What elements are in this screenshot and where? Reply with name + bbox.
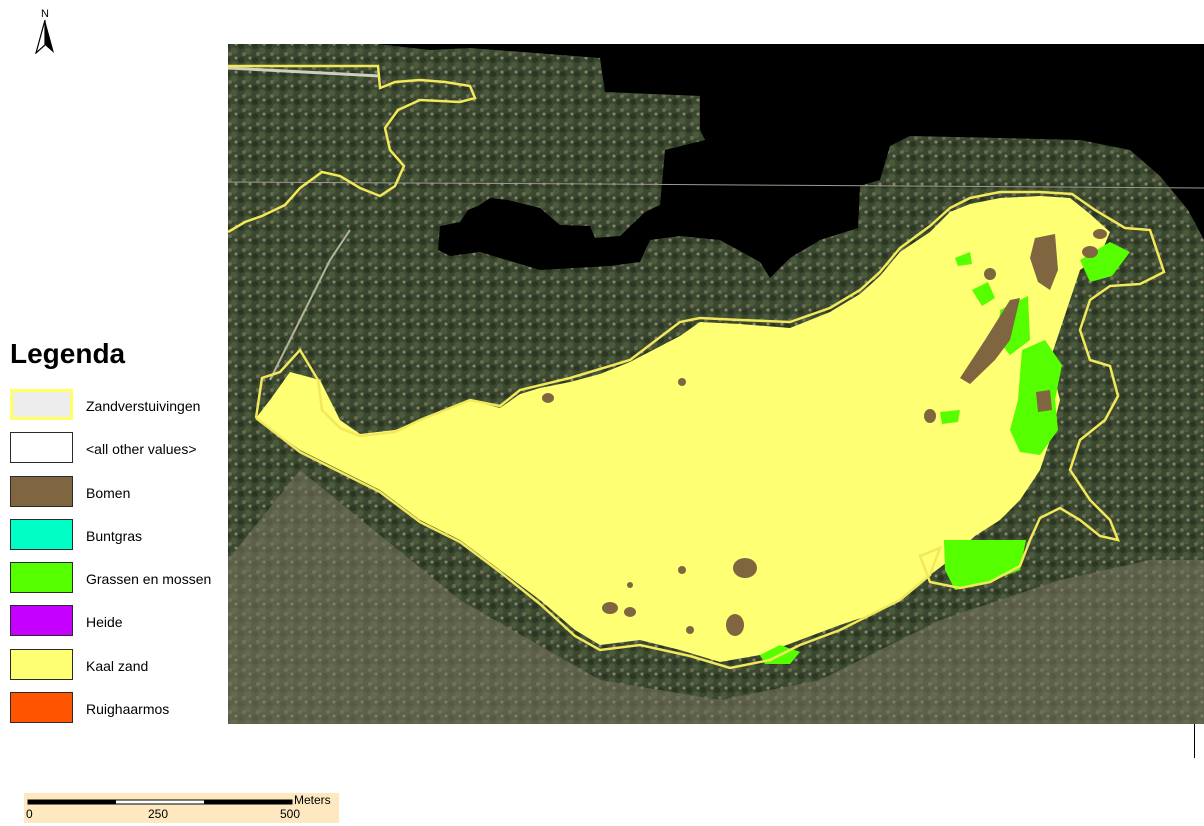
trees-patch xyxy=(960,298,1020,384)
trees-patch xyxy=(984,268,996,280)
trees-patch xyxy=(602,602,618,614)
scale-bar-graphic xyxy=(27,799,293,805)
scale-label-250: 250 xyxy=(148,807,169,821)
trail xyxy=(269,229,351,381)
grass-patch xyxy=(1080,242,1130,282)
grass-patch xyxy=(944,540,1026,590)
legend-swatch xyxy=(10,692,73,724)
legend-list: Zandverstuivingen <all other values> Bomen… xyxy=(10,389,225,735)
legend-swatch xyxy=(10,389,73,420)
legend-swatch xyxy=(10,605,73,637)
legend-title: Legenda xyxy=(10,338,126,369)
north-arrow-icon xyxy=(35,20,54,54)
legend-label: Grassen en mossen xyxy=(86,571,212,588)
trees-patch xyxy=(733,558,757,578)
trees-patch xyxy=(678,566,686,574)
legend-label: Zandverstuivingen xyxy=(86,398,201,414)
legend-item: Grassen en mossen xyxy=(10,562,225,605)
imagery-periphery xyxy=(228,470,1204,724)
legend-label: Kaal zand xyxy=(86,657,149,674)
legend-item: Ruighaarmos xyxy=(10,692,225,735)
legend-label: <all other values> xyxy=(86,441,197,458)
legend-label: Buntgras xyxy=(86,527,143,544)
legend-item: <all other values> xyxy=(10,432,225,475)
trees-patch xyxy=(1093,229,1107,239)
trees-patch xyxy=(1036,390,1052,412)
road xyxy=(228,66,381,78)
grass-patch xyxy=(955,252,972,266)
kaal-zand-area xyxy=(256,196,1110,662)
legend-label: Heide xyxy=(86,614,123,631)
legend-swatch xyxy=(10,518,73,550)
scale-label-500: 500 xyxy=(280,807,301,821)
legend-swatch xyxy=(10,475,73,507)
trees-patch xyxy=(627,582,633,588)
trees-patch xyxy=(542,393,554,403)
frame-tick xyxy=(1194,724,1195,758)
trees-patch xyxy=(624,607,636,617)
zandverstuivingen-boundary xyxy=(228,64,1166,670)
trees-patch xyxy=(686,626,694,634)
map-canvas[interactable] xyxy=(228,44,1204,724)
scale-bar: Meters 0 250 500 xyxy=(24,793,339,823)
scale-label-0: 0 xyxy=(26,807,33,821)
legend-label: Ruighaarmos xyxy=(86,701,170,718)
trees-patch xyxy=(1082,246,1098,258)
grass-patch xyxy=(1010,340,1062,455)
scale-unit-label: Meters xyxy=(294,793,331,807)
north-arrow: N xyxy=(30,8,60,56)
trees-patch xyxy=(1030,234,1058,290)
legend-item: Buntgras xyxy=(10,518,225,562)
trees-patch xyxy=(924,409,936,423)
legend-item: Zandverstuivingen xyxy=(10,389,225,432)
grass-patch xyxy=(940,410,960,424)
legend-item: Bomen xyxy=(10,475,225,519)
north-label: N xyxy=(41,8,49,20)
legend-swatch xyxy=(10,648,73,680)
legend-item: Heide xyxy=(10,605,225,648)
legend-swatch xyxy=(10,562,73,594)
legend-swatch xyxy=(10,432,73,464)
map-frame[interactable] xyxy=(228,44,1204,724)
trees-patch xyxy=(726,614,744,636)
trees-patch xyxy=(678,378,686,386)
legend-item: Kaal zand xyxy=(10,648,225,692)
grass-patch xyxy=(972,282,995,306)
legend-label: Bomen xyxy=(86,484,131,501)
